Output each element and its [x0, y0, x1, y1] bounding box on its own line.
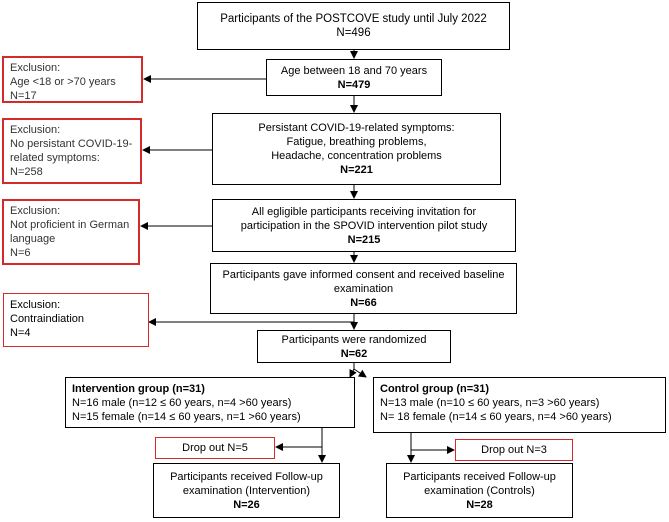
intervention-group-box: Intervention group (n=31) N=16 male (n=1… [65, 377, 355, 428]
box-persistent-symptoms: Persistant COVID-19-related symptoms: Fa… [212, 113, 501, 185]
box-age-criteria: Age between 18 and 70 years N=479 [266, 59, 442, 96]
box-study-participants: Participants of the POSTCOVE study until… [197, 2, 510, 50]
dropout-intervention: Drop out N=5 [155, 437, 275, 459]
box-invitation: All egligible participants receiving inv… [212, 199, 516, 252]
followup-control-box: Participants received Follow-up examinat… [386, 463, 573, 518]
exclusion-contraindication: Exclusion: Contraindiation N=4 [3, 293, 149, 347]
exclusion-no-symptoms: Exclusion: No persistant COVID-19- relat… [2, 118, 142, 184]
split-left [349, 368, 357, 378]
box-randomized: Participants were randomized N=62 [257, 330, 451, 363]
box-informed-consent: Participants gave informed consent and r… [210, 263, 517, 314]
exclusion-age: Exclusion: Age <18 or >70 years N=17 [2, 56, 143, 103]
exclusion-language: Exclusion: Not proficient in German lang… [2, 199, 140, 265]
split-right [353, 368, 367, 378]
dropout-control: Drop out N=3 [455, 439, 573, 461]
control-group-box: Control group (n=31) N=13 male (n=10 ≤ 6… [373, 377, 666, 433]
followup-intervention-box: Participants received Follow-up examinat… [153, 463, 340, 518]
